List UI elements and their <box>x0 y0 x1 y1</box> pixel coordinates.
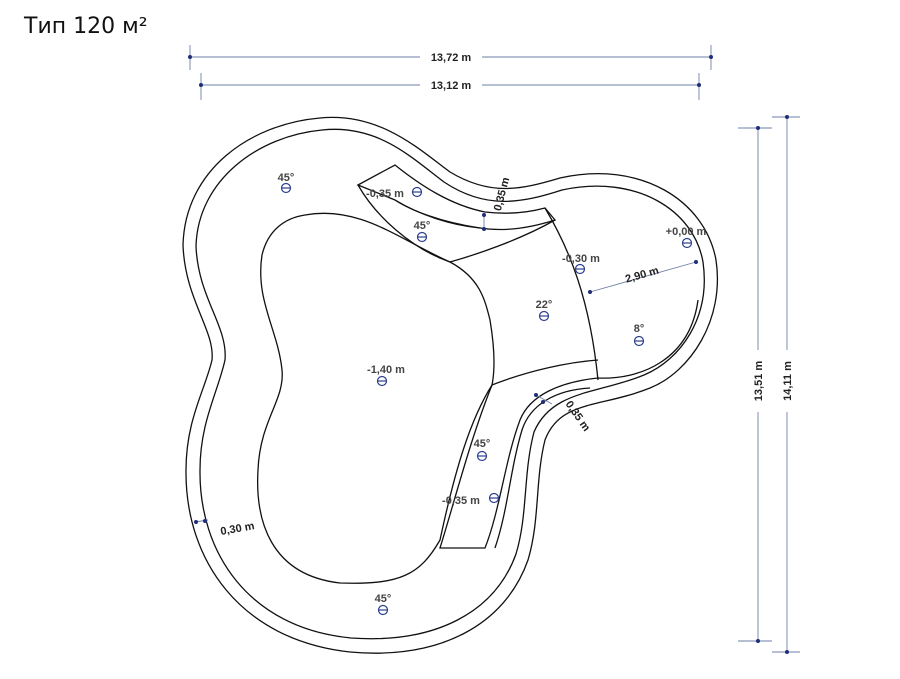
top-step-depth-dimension: 0,35 m <box>482 176 512 231</box>
depth-label-entry: +0,00 m <box>666 226 707 238</box>
marker-top-step-slope: 45° <box>414 220 431 243</box>
pool-inner-edge <box>195 128 705 640</box>
slope-label-bottom-step: 45° <box>474 438 491 450</box>
marker-top-step-depth: -0,35 m <box>366 186 423 200</box>
inner-width-dimension: 13,12 m <box>199 73 701 100</box>
slope-label-top-left: 45° <box>278 172 295 184</box>
marker-bottom-step-slope: 45° <box>474 438 491 462</box>
top-step-edge <box>357 184 556 263</box>
depth-label-deep-zone: -1,40 m <box>367 364 405 376</box>
ramp-bottom-edge <box>491 359 599 386</box>
shallow-width-dimension: 2,90 m <box>588 260 698 294</box>
bottom-step-tread <box>494 387 591 549</box>
marker-deep-zone: -1,40 m <box>367 364 405 387</box>
top-step-outline <box>356 164 557 231</box>
top-step-depth-label: 0,35 m <box>492 176 513 212</box>
outer-width-label: 13,72 m <box>431 52 472 64</box>
marker-ramp: 22° <box>536 299 553 322</box>
page-title: Тип 120 м² <box>24 14 148 39</box>
bottom-step-depth-dimension: 0,35 m <box>534 393 592 434</box>
bottom-step-depth-label: 0,35 m <box>563 399 593 434</box>
top-step-tread <box>394 199 481 229</box>
slope-label-shallow: 8° <box>634 323 645 335</box>
inner-height-dimension: 13,51 m <box>738 126 772 643</box>
wall-thickness-dimension: 0,30 m <box>194 519 256 538</box>
wall-thickness-label: 0,30 m <box>220 520 256 538</box>
inner-width-label: 13,12 m <box>431 80 472 92</box>
marker-bottom-step-depth: -0,35 m <box>442 492 500 507</box>
marker-entry: +0,00 m <box>666 226 707 249</box>
slope-label-bottom: 45° <box>375 593 392 605</box>
marker-shallow-slope: 8° <box>634 323 645 347</box>
outer-height-label: 14,11 m <box>782 361 794 401</box>
inner-height-label: 13,51 m <box>753 361 765 402</box>
slope-label-ramp: 22° <box>536 299 553 311</box>
marker-shallow-depth: -0,30 m <box>562 253 600 275</box>
slope-label-top-step: 45° <box>414 220 431 232</box>
outer-height-dimension: 14,11 m <box>772 115 800 654</box>
marker-top-left: 45° <box>278 172 295 194</box>
depth-label-bottom-step: -0,35 m <box>442 495 480 507</box>
pool-outer-edge <box>182 116 718 654</box>
deep-zone-outline <box>256 212 495 584</box>
shallow-width-label: 2,90 m <box>624 265 660 286</box>
entry-arc <box>597 299 699 379</box>
bottom-step-outline <box>439 377 599 549</box>
depth-label-shallow: -0,30 m <box>562 253 600 265</box>
outer-width-dimension: 13,72 m <box>188 45 713 70</box>
marker-bottom: 45° <box>375 593 392 616</box>
depth-label-top-step: -0,35 m <box>366 188 404 200</box>
shallow-zone-boundary <box>544 207 599 381</box>
